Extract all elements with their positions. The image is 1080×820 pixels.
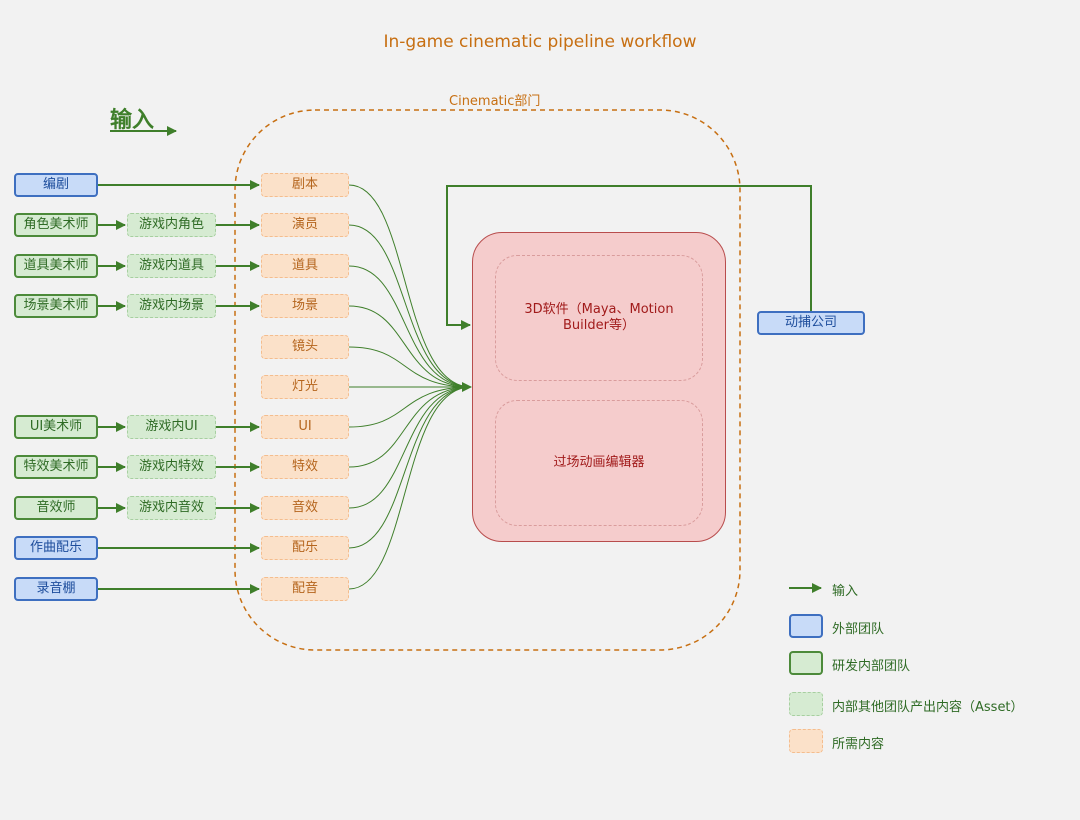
cinematic-department-boundary	[234, 109, 741, 651]
need-prop: 道具	[261, 254, 349, 278]
need-voice: 配音	[261, 577, 349, 601]
need-scene: 场景	[261, 294, 349, 318]
asset-fx: 游戏内特效	[127, 455, 216, 479]
team-sound-designer: 音效师	[14, 496, 98, 520]
need-fx: 特效	[261, 455, 349, 479]
legend-internal-label: 研发内部团队	[832, 659, 911, 674]
mocap-connector	[446, 185, 812, 330]
need-camera: 镜头	[261, 335, 349, 359]
asset-character: 游戏内角色	[127, 213, 216, 237]
edge-need-to-software-fx	[348, 386, 472, 468]
edge-need-to-software-script	[348, 184, 472, 388]
asset-prop: 游戏内道具	[127, 254, 216, 278]
edge-need-to-software-music	[348, 386, 472, 549]
legend-external-swatch	[789, 614, 823, 638]
team-composer: 作曲配乐	[14, 536, 98, 560]
asset-scene: 游戏内场景	[127, 294, 216, 318]
diagram-title: In-game cinematic pipeline workflow	[383, 32, 697, 52]
asset-ui: 游戏内UI	[127, 415, 216, 439]
need-lighting: 灯光	[261, 375, 349, 399]
team-character-artist: 角色美术师	[14, 213, 98, 237]
software-cutscene-editor: 过场动画编辑器	[495, 400, 703, 526]
legend-required-swatch	[789, 729, 823, 753]
input-label: 输入	[110, 108, 155, 133]
team-ui-artist: UI美术师	[14, 415, 98, 439]
team-mocap-company: 动捕公司	[757, 311, 865, 335]
legend-asset-swatch	[789, 692, 823, 716]
need-ui: UI	[261, 415, 349, 439]
edge-need-to-software-actor	[348, 224, 472, 388]
legend-internal-swatch	[789, 651, 823, 675]
software-3d-dcc: 3D软件（Maya、Motion Builder等）	[495, 255, 703, 381]
asset-sfx: 游戏内音效	[127, 496, 216, 520]
team-fx-artist: 特效美术师	[14, 455, 98, 479]
need-actor: 演员	[261, 213, 349, 237]
legend-asset-label: 内部其他团队产出内容（Asset）	[832, 700, 1024, 715]
edge-need-to-software-sfx	[348, 386, 472, 509]
team-scene-artist: 场景美术师	[14, 294, 98, 318]
need-music: 配乐	[261, 536, 349, 560]
edge-need-to-software-ui	[348, 386, 472, 428]
cinematic-department-label: Cinematic部门	[449, 94, 541, 109]
software-input-arrowhead	[462, 382, 472, 392]
legend-required-label: 所需内容	[832, 737, 885, 752]
edge-need-to-software-camera	[348, 346, 472, 388]
team-writer: 编剧	[14, 173, 98, 197]
edge-need-to-software-prop	[348, 265, 472, 388]
legend-external-label: 外部团队	[832, 622, 885, 637]
edge-need-to-software-voice	[348, 386, 472, 590]
legend-input-label: 输入	[832, 584, 859, 599]
team-prop-artist: 道具美术师	[14, 254, 98, 278]
team-recording-studio: 录音棚	[14, 577, 98, 601]
edge-need-to-software-scene	[348, 305, 472, 388]
need-script: 剧本	[261, 173, 349, 197]
need-sfx: 音效	[261, 496, 349, 520]
